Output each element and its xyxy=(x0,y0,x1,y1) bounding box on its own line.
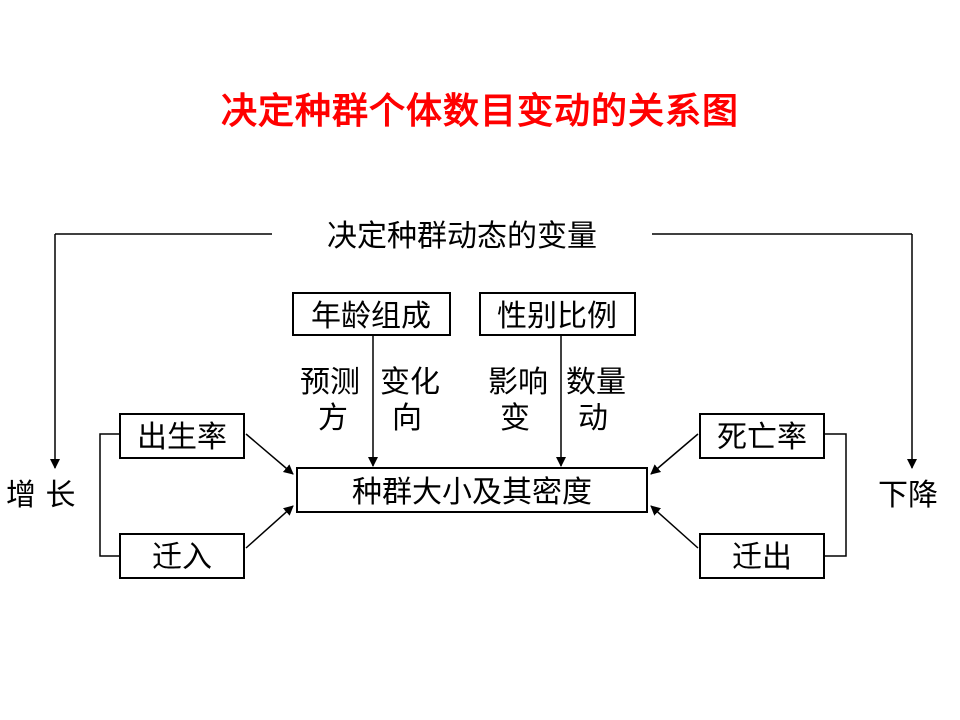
affect-text-1: 影响 xyxy=(488,365,548,400)
birth-rate-box xyxy=(119,413,245,459)
arrow-emigration-to-center xyxy=(650,505,699,549)
dynamic-variables-label: 决定种群动态的变量 xyxy=(327,219,597,254)
predict-text-1: 预测 xyxy=(300,365,360,400)
age-structure-box xyxy=(292,292,451,336)
age-structure-label: 年龄组成 xyxy=(311,299,431,334)
right-bracket xyxy=(824,433,847,557)
arrow-immigration-to-center xyxy=(245,505,294,549)
change-text-2: 向 xyxy=(392,401,422,436)
page-title: 决定种群个体数目变动的关系图 xyxy=(220,91,739,132)
sex-ratio-box xyxy=(479,292,636,336)
immigration-box xyxy=(119,533,245,579)
quantity-text-2: 动 xyxy=(578,401,608,436)
death-rate-label: 死亡率 xyxy=(717,420,807,455)
death-rate-box xyxy=(699,413,825,459)
quantity-text-1: 数量 xyxy=(566,365,626,400)
immigration-label: 迁入 xyxy=(152,540,212,575)
sex-ratio-label: 性别比例 xyxy=(497,299,617,334)
arrow-birth-to-center xyxy=(245,433,294,475)
arrow-death-to-center xyxy=(650,433,699,475)
population-density-label: 种群大小及其密度 xyxy=(352,475,592,510)
birth-rate-label: 出生率 xyxy=(137,420,227,455)
left-bracket xyxy=(99,433,120,557)
decrease-label: 下降 xyxy=(878,478,938,513)
change-text-1: 变化 xyxy=(380,365,440,400)
increase-label: 增 长 xyxy=(6,478,76,513)
population-density-box xyxy=(296,467,648,513)
emigration-box xyxy=(699,533,825,579)
predict-text-2: 方 xyxy=(318,401,348,436)
emigration-label: 迁出 xyxy=(732,540,792,575)
affect-text-2: 变 xyxy=(500,401,530,436)
